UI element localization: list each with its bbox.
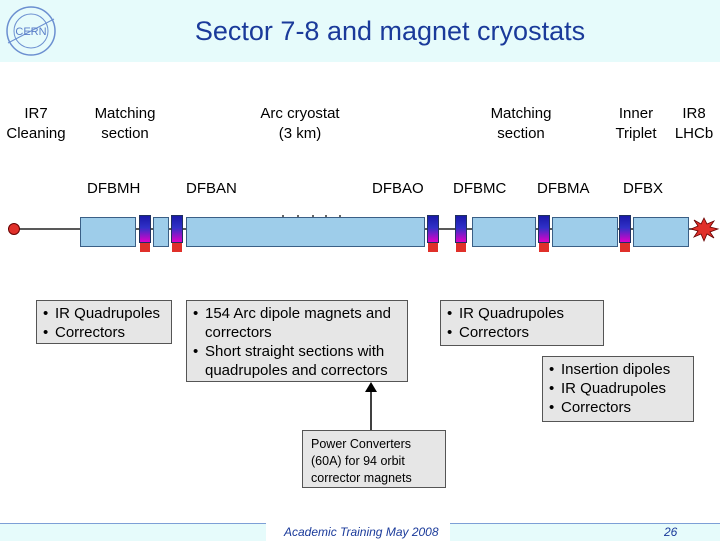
inner-triplet-label: Inner Triplet: [615, 105, 657, 142]
left-matching-box: IR Quadrupoles Correctors: [36, 300, 172, 344]
dfb-foot: [620, 243, 630, 252]
list-item: Correctors: [43, 323, 165, 342]
dfb-foot: [140, 243, 150, 252]
cryostat-segment: [633, 217, 689, 247]
dfb-module-dfbmc: [455, 215, 467, 243]
footer-band-right: [450, 523, 720, 541]
ir8-collision-marker: [689, 217, 720, 243]
matching-section-right-label: Matching section: [490, 105, 552, 142]
matching-section-left-label: Matching section: [94, 105, 156, 142]
ir8-label: IR8 LHCb: [674, 105, 714, 142]
right-matching-box: IR Quadrupoles Correctors: [440, 300, 604, 346]
footer-event: Academic Training May 2008: [284, 525, 439, 539]
ir7-label: IR7 Cleaning: [6, 105, 66, 142]
cryostat-segment: [153, 217, 169, 247]
insertion-box: Insertion dipoles IR Quadrupoles Correct…: [542, 356, 694, 422]
dfb-module-dfbx: [619, 215, 631, 243]
power-converters-box: Power Converters (60A) for 94 orbit corr…: [302, 430, 446, 488]
list-item: IR Quadrupoles: [447, 304, 597, 323]
dfb-module-dfbmh: [139, 215, 151, 243]
dfb-foot: [172, 243, 182, 252]
dfbmh-label: DFBMH: [87, 180, 141, 197]
dfb-module-dfbma: [538, 215, 550, 243]
list-item: Insertion dipoles: [549, 360, 687, 379]
dfbx-label: DFBX: [623, 180, 664, 197]
arc-contents-box: 154 Arc dipole magnets and correctors Sh…: [186, 300, 408, 382]
arc-cryostat-label: Arc cryostat (3 km): [260, 105, 340, 142]
dfbma-label: DFBMA: [537, 180, 590, 197]
dfb-foot: [456, 243, 466, 252]
dfbmc-label: DFBMC: [453, 180, 507, 197]
cryostat-segment: [80, 217, 136, 247]
header-band: [0, 0, 720, 62]
list-item: IR Quadrupoles: [549, 379, 687, 398]
connector-arrow: [365, 382, 377, 432]
list-item: Short straight sections with quadrupoles…: [193, 342, 401, 380]
list-item: IR Quadrupoles: [43, 304, 165, 323]
dfban-label: DFBAN: [186, 180, 237, 197]
dfbao-label: DFBAO: [372, 180, 424, 197]
list-item: Correctors: [549, 398, 687, 417]
page-number: 26: [664, 525, 678, 539]
slide-title: Sector 7-8 and magnet cryostats: [194, 16, 586, 46]
footer-band-left: [0, 523, 266, 541]
logo-text: CERN: [15, 26, 46, 38]
dfb-foot: [539, 243, 549, 252]
dfb-module-dfbao: [427, 215, 439, 243]
list-item: 154 Arc dipole magnets and correctors: [193, 304, 401, 342]
dfb-foot: [428, 243, 438, 252]
cern-logo: CERN: [3, 4, 59, 58]
cryostat-segment: [472, 217, 536, 247]
ir7-marker: [8, 223, 20, 235]
arc-cryostat-segment: [186, 217, 425, 247]
dfb-module-dfban: [171, 215, 183, 243]
cryostat-segment: [552, 217, 618, 247]
list-item: Correctors: [447, 323, 597, 342]
